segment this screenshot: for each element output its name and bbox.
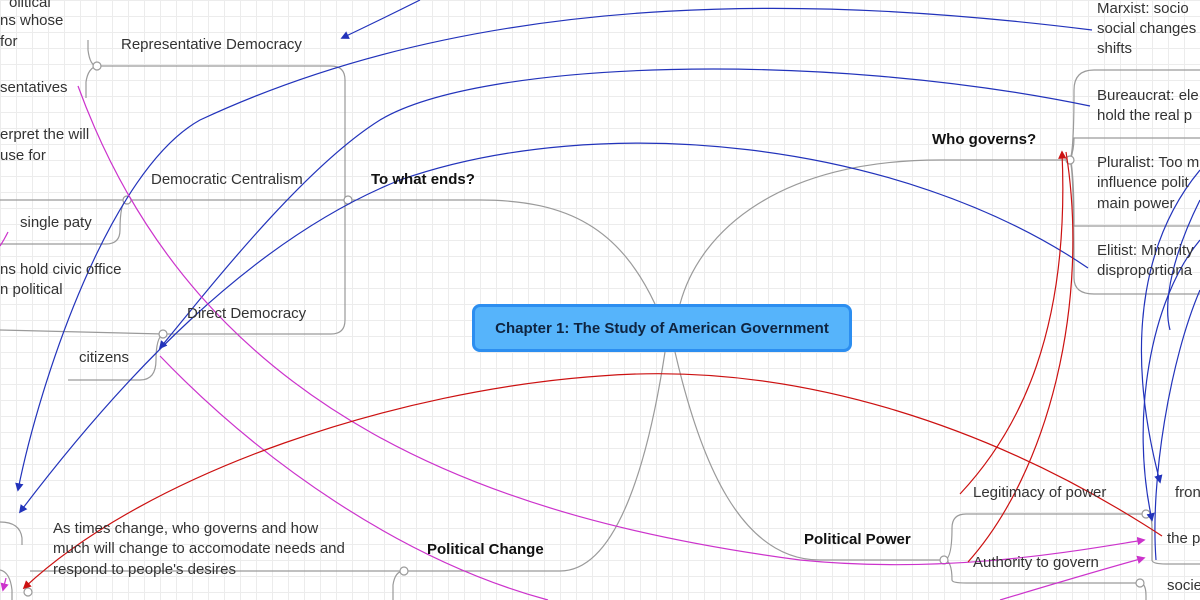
note-rep-line1: olitical xyxy=(9,0,51,11)
link-right-to-socie xyxy=(1154,289,1200,561)
link-magenta-small xyxy=(0,231,9,247)
node-democratic-centralism[interactable]: Democratic Centralism xyxy=(151,171,303,188)
connector-direct-democracy xyxy=(163,200,346,335)
note-dc-single-party: single paty xyxy=(20,214,92,231)
knob-political-power[interactable] xyxy=(939,555,949,565)
note-legitimacy-the-p: the p xyxy=(1167,530,1200,547)
connector-legitimacy xyxy=(943,513,1146,561)
connector-center-political-power xyxy=(674,351,944,561)
link-blue-top xyxy=(340,0,421,39)
note-elitist-line2: disproportiona xyxy=(1097,262,1193,279)
note-dc-line2: use for xyxy=(0,147,46,164)
note-pluralist-line1: Pluralist: Too m xyxy=(1097,154,1200,171)
note-dd-citizens: citizens xyxy=(79,349,130,366)
knob-representative-democracy[interactable] xyxy=(92,61,102,71)
connector-center-to-what-ends xyxy=(348,199,656,305)
link-right-to-fron-2 xyxy=(1142,239,1200,522)
note-elitist-line1: Elitist: Minority xyxy=(1097,242,1194,259)
note-dd-line2: n political xyxy=(0,281,63,298)
connector-marxist-bureaucrat xyxy=(1069,69,1200,161)
note-rep-line3: for xyxy=(0,33,18,50)
link-elitist-to-left xyxy=(18,142,1089,514)
link-red-legitimacy-to-who-governs xyxy=(959,150,1067,495)
note-bureaucrat-line1: Bureaucrat: ele xyxy=(1097,87,1199,104)
branch-who-governs[interactable]: Who governs? xyxy=(932,131,1037,148)
link-right-to-fron-1 xyxy=(1140,169,1200,484)
connector-center-who-governs xyxy=(679,159,1070,305)
link-right-blue-extra xyxy=(1167,199,1200,331)
knob-direct-democracy[interactable] xyxy=(158,329,168,339)
branch-to-what-ends[interactable]: To what ends? xyxy=(371,171,475,188)
note-rep-representatives: sentatives xyxy=(0,79,68,96)
knob-authority[interactable] xyxy=(1135,578,1145,588)
note-pluralist-line3: main power xyxy=(1097,195,1175,212)
node-authority-to-govern[interactable]: Authority to govern xyxy=(973,554,1099,571)
note-marxist-line1: Marxist: socio xyxy=(1097,0,1189,17)
central-topic[interactable]: Chapter 1: The Study of American Governm… xyxy=(472,304,852,352)
connector-center-political-change xyxy=(404,351,666,572)
link-magenta-citizens xyxy=(159,355,549,600)
note-marxist-line2: social changes xyxy=(1097,20,1197,37)
note-dd-line1: ns hold civic office xyxy=(0,261,122,278)
note-dc-line1: erpret the will xyxy=(0,126,90,143)
branch-political-power[interactable]: Political Power xyxy=(804,531,911,548)
link-magenta-rep-to-the-p xyxy=(77,85,1146,566)
link-red-authority-to-who-governs xyxy=(967,151,1074,563)
note-rep-line2: ns whose xyxy=(0,12,64,29)
connector-authority xyxy=(943,559,1140,584)
note-bureaucrat-line2: hold the real p xyxy=(1097,107,1193,124)
connector-representative-democracy xyxy=(97,65,348,201)
branch-political-change[interactable]: Political Change xyxy=(427,541,544,558)
note-political-change-line1: As times change, who governs and how xyxy=(53,520,319,537)
node-direct-democracy[interactable]: Direct Democracy xyxy=(187,305,307,322)
link-red-the-p-to-left xyxy=(22,373,1163,590)
link-marxist-to-left xyxy=(15,7,1093,492)
knob-legitimacy[interactable] xyxy=(1141,509,1151,519)
link-magenta-authority xyxy=(999,555,1146,600)
note-political-change-line3: respond to people's desires xyxy=(53,561,236,578)
connector-elitist-bottom xyxy=(1069,159,1200,295)
connector-dd-children xyxy=(0,329,164,381)
note-legitimacy-fron: fron xyxy=(1175,484,1200,501)
note-pluralist-line2: influence polit xyxy=(1097,174,1189,191)
link-magenta-left-edge xyxy=(0,577,9,592)
node-representative-democracy[interactable]: Representative Democracy xyxy=(121,36,302,53)
knob-political-change[interactable] xyxy=(399,566,409,576)
knob-left-edge[interactable] xyxy=(23,587,33,597)
connector-left-edge xyxy=(0,521,23,600)
note-political-change-line2: much will change to accomodate needs and xyxy=(53,540,345,557)
link-bureaucrat-to-citizens xyxy=(158,68,1091,350)
note-marxist-line3: shifts xyxy=(1097,40,1133,57)
node-legitimacy-of-power[interactable]: Legitimacy of power xyxy=(973,484,1107,501)
note-authority-socie: socie xyxy=(1167,577,1200,594)
